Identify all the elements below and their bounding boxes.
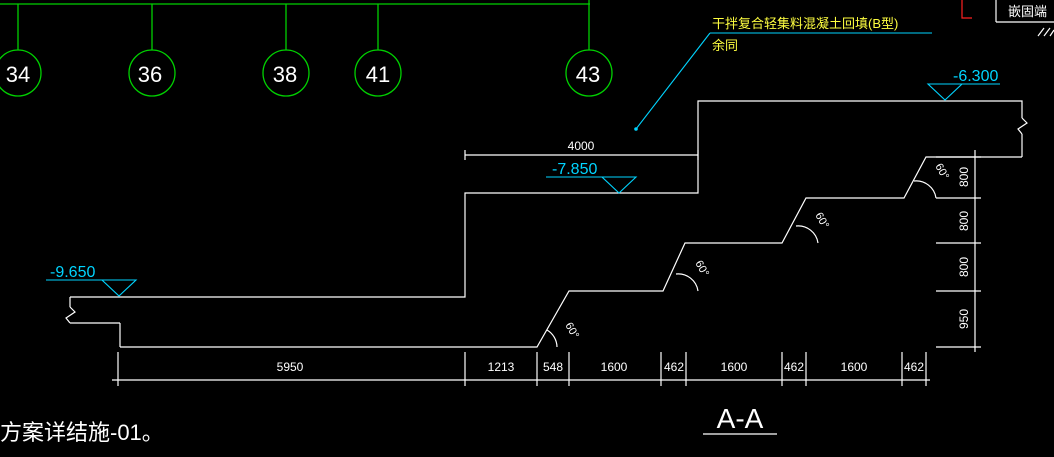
dim-value: 800 — [957, 167, 971, 187]
grid-axis-34[interactable]: 34 — [0, 4, 42, 97]
angle-label: 60° — [692, 259, 711, 279]
top-dimension-value: 4000 — [568, 139, 595, 153]
dim-value: 1600 — [841, 360, 868, 374]
angle-label: 60° — [562, 321, 581, 341]
backfill-note[interactable]: 干拌复合轻集料混凝土回填(B型) 余同 — [634, 16, 932, 131]
right-dimension-chain[interactable]: 800 800 800 950 — [936, 150, 981, 352]
dim-value: 548 — [543, 360, 563, 374]
angle-annotation-1: 60° — [546, 321, 581, 348]
section-label-text: A-A — [717, 403, 764, 434]
dim-value: 462 — [784, 360, 804, 374]
footer-note: 方案详结施-01。 — [0, 420, 164, 445]
grid-axis-label: 41 — [366, 62, 390, 87]
grid-axis-label: 38 — [273, 62, 297, 87]
elevation-right[interactable]: -6.300 — [926, 68, 1000, 101]
dim-value: 1600 — [721, 360, 748, 374]
angle-annotation-3: 60° — [795, 211, 831, 244]
dim-value: 462 — [904, 360, 924, 374]
grid-axis-36[interactable]: 36 — [128, 4, 176, 97]
elevation-middle[interactable]: -7.850 — [546, 161, 638, 194]
elevation-left[interactable]: -9.650 — [46, 264, 138, 297]
elevation-left-value: -9.650 — [50, 264, 95, 281]
embedded-end-label: 嵌固端 — [1008, 4, 1047, 19]
dim-value: 800 — [957, 257, 971, 277]
top-dimension-4000[interactable]: 4000 — [464, 139, 699, 160]
embedded-end-marker: 嵌固端 — [961, 0, 1054, 37]
section-label[interactable]: A-A — [703, 403, 777, 435]
grid-axis-41[interactable]: 41 — [354, 4, 402, 97]
grid-axis-38[interactable]: 38 — [262, 4, 310, 97]
dim-value: 1213 — [488, 360, 515, 374]
elevation-right-value: -6.300 — [953, 68, 998, 85]
dim-value: 950 — [957, 309, 971, 329]
angle-label: 60° — [812, 211, 831, 231]
note-line-2: 余同 — [712, 38, 738, 53]
grid-axis-label: 36 — [138, 62, 162, 87]
grid-axis-label: 43 — [576, 62, 600, 87]
dim-value: 800 — [957, 211, 971, 231]
angle-label: 60° — [932, 162, 951, 182]
grid-axis-label: 34 — [6, 62, 30, 87]
dim-value: 5950 — [277, 360, 304, 374]
note-line-1: 干拌复合轻集料混凝土回填(B型) — [712, 16, 898, 31]
grid-axis-43[interactable]: 43 — [565, 0, 613, 97]
elevation-middle-value: -7.850 — [552, 161, 597, 178]
angle-annotation-4: 60° — [913, 162, 951, 199]
section-outline — [65, 100, 1028, 348]
dim-value: 1600 — [601, 360, 628, 374]
bottom-dimension-chain[interactable]: 5950 1213 548 1600 462 1600 462 1600 462 — [112, 352, 930, 386]
dim-value: 462 — [664, 360, 684, 374]
angle-annotation-2: 60° — [675, 259, 711, 292]
